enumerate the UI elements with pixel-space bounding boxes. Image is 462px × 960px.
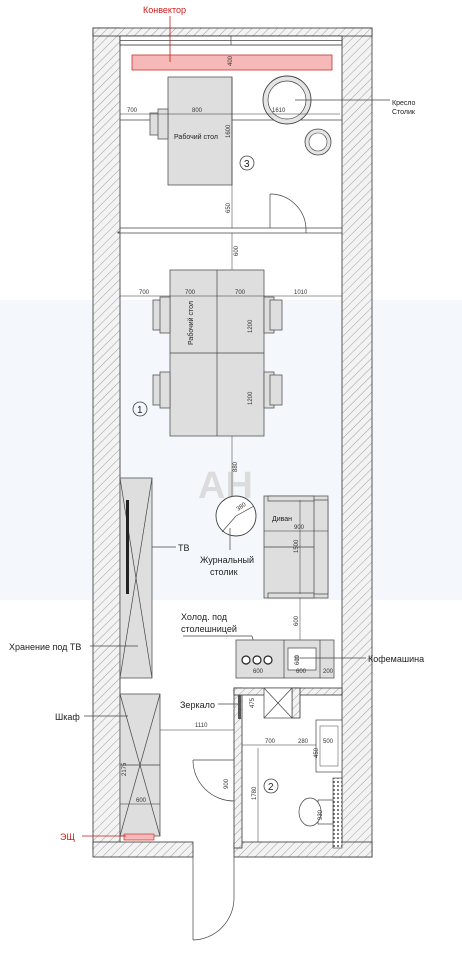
dim-380: 380 — [236, 502, 248, 513]
kitchen-counter — [235, 639, 335, 679]
dim-200: 200 — [323, 669, 334, 675]
chair-zone3 — [149, 108, 169, 140]
bathroom-door — [192, 759, 235, 802]
convector — [131, 54, 333, 71]
dim-900: 900 — [294, 525, 305, 531]
dim-930: 930 — [318, 809, 324, 820]
entry-door — [192, 857, 235, 941]
fridge-label-2: столешницей — [181, 624, 237, 634]
dim-600f: 600 — [136, 798, 147, 804]
dim-700b: 700 — [139, 290, 150, 296]
tv — [126, 500, 129, 594]
tile-column — [332, 777, 343, 849]
sofa — [263, 495, 329, 599]
convector-label: Конвектор — [143, 5, 186, 15]
armchair-label-1: Кресло — [392, 100, 416, 107]
bath-sink — [315, 719, 343, 773]
panel-label: ЭЩ — [60, 832, 75, 842]
chairs-desk1 — [152, 296, 283, 409]
dim-1600: 1600 — [226, 124, 232, 138]
dim-600c: 600 — [253, 669, 264, 675]
dim-700d: 700 — [235, 290, 246, 296]
dim-1110: 1110 — [195, 723, 208, 729]
sofa-label: Диван — [272, 516, 292, 523]
desk-1-label: Рабочий стол — [187, 301, 195, 345]
dim-880: 880 — [233, 461, 239, 472]
dim-600a: 600 — [234, 245, 240, 256]
desk-3-label: Рабочий стол — [174, 133, 218, 141]
zone-2-label: 2 — [268, 782, 274, 793]
dim-1010: 1010 — [294, 290, 308, 296]
wardrobe-label: Шкаф — [55, 712, 80, 722]
dim-700a: 700 — [127, 108, 138, 114]
fridge-label-1: Холод. под — [181, 612, 228, 622]
dim-400: 400 — [228, 55, 234, 66]
dim-700e: 700 — [265, 739, 276, 745]
dim-900b: 900 — [224, 778, 230, 789]
zone-1-circle — [132, 401, 148, 417]
dim-1500: 1500 — [294, 539, 300, 553]
dim-450: 450 — [314, 747, 320, 758]
dim-280: 280 — [298, 739, 309, 745]
mirror — [238, 695, 241, 719]
toilet — [298, 797, 334, 827]
armchair-label-2: Столик — [392, 109, 416, 116]
zone-1-label: 1 — [137, 405, 143, 416]
dim-475: 475 — [250, 697, 256, 708]
dim-600b: 600 — [294, 615, 300, 626]
electrical-panel — [123, 833, 155, 841]
journal-label-2: столик — [210, 567, 238, 577]
coffee-label: Кофемашина — [368, 654, 424, 664]
tv-storage-label: Хранение под ТВ — [9, 642, 81, 652]
dim-650: 650 — [226, 202, 232, 213]
cooktop — [241, 655, 273, 665]
desk-3 — [167, 76, 233, 186]
mirror-label: Зеркало — [180, 700, 215, 710]
dim-500: 500 — [323, 739, 334, 745]
dim-600d: 600 — [296, 669, 307, 675]
tv-label: ТВ — [178, 543, 190, 553]
journal-label-1: Журнальный — [200, 555, 254, 565]
dim-1780: 1780 — [252, 786, 258, 800]
dim-2175: 2175 — [122, 762, 128, 776]
dim-1200b: 1200 — [248, 391, 254, 405]
zone-3-circle — [239, 155, 255, 171]
dim-700c: 700 — [185, 290, 196, 296]
walls — [92, 27, 373, 858]
zone-2-circle — [263, 778, 279, 794]
zone-3-label: 3 — [244, 159, 250, 170]
dim-600e: 600 — [295, 654, 301, 665]
sink — [287, 647, 317, 671]
window — [119, 35, 343, 46]
dim-800: 800 — [192, 108, 203, 114]
side-table-top — [308, 132, 328, 152]
dim-1200a: 1200 — [248, 319, 254, 333]
dim-1610: 1610 — [272, 108, 286, 114]
door-zone3 — [269, 193, 307, 233]
